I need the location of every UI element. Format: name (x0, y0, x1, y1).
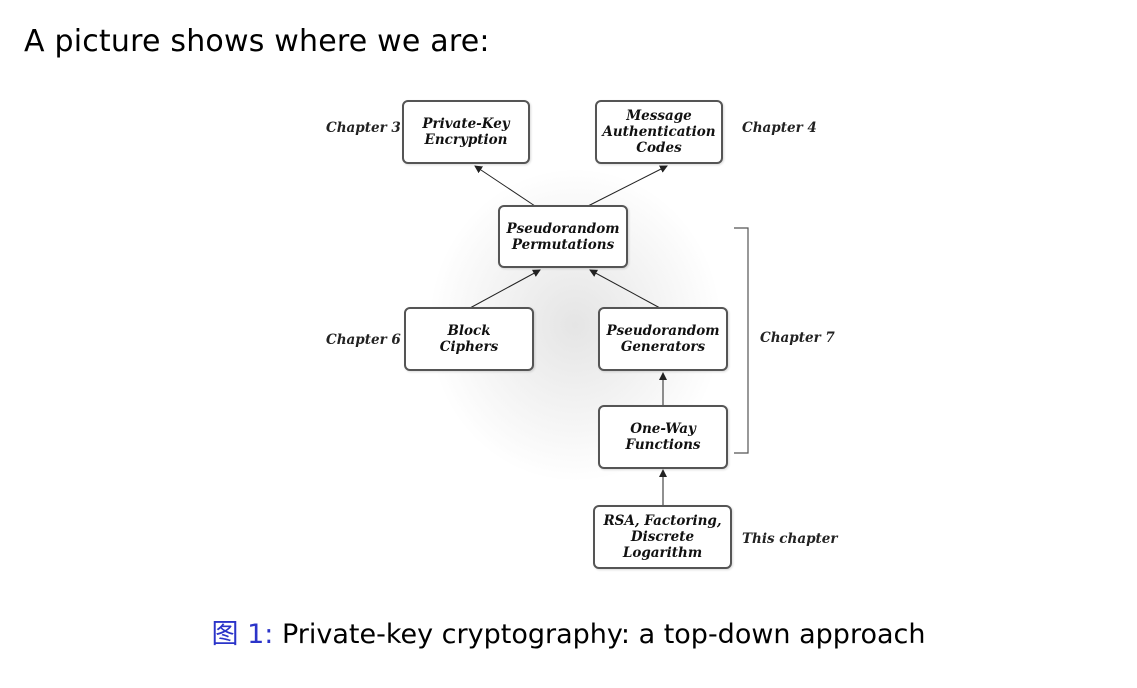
chapter7-label: Chapter 7 (760, 330, 835, 346)
figure-caption: 图 1: Private-key cryptography: a top-dow… (0, 612, 1137, 651)
edge-prg-to-prp (589, 269, 661, 309)
chapter7-bracket (734, 227, 749, 454)
message-authentication-codes-box: Message Authentication Codes (595, 100, 723, 164)
chapter4-label: Chapter 4 (742, 120, 817, 136)
rsa-factoring-box: RSA, Factoring, Discrete Logarithm (593, 505, 732, 569)
this-chapter-label: This chapter (742, 531, 838, 547)
chapter3-label: Chapter 3 (326, 120, 401, 136)
edge-block-to-prp (469, 269, 541, 309)
pseudorandom-permutations-box: Pseudorandom Permutations (498, 205, 628, 268)
edge-prp-to-private-key (474, 165, 536, 207)
caption-prefix: 图 1: (211, 619, 274, 650)
one-way-functions-box: One-Way Functions (598, 405, 728, 469)
pseudorandom-generators-box: Pseudorandom Generators (598, 307, 728, 371)
intro-text: A picture shows where we are: (24, 24, 490, 59)
caption-text: Private-key cryptography: a top-down app… (281, 619, 926, 650)
block-ciphers-box: Block Ciphers (404, 307, 534, 371)
chapter6-label: Chapter 6 (326, 332, 401, 348)
edge-prp-to-mac (587, 165, 668, 207)
private-key-encryption-box: Private-Key Encryption (402, 100, 530, 164)
